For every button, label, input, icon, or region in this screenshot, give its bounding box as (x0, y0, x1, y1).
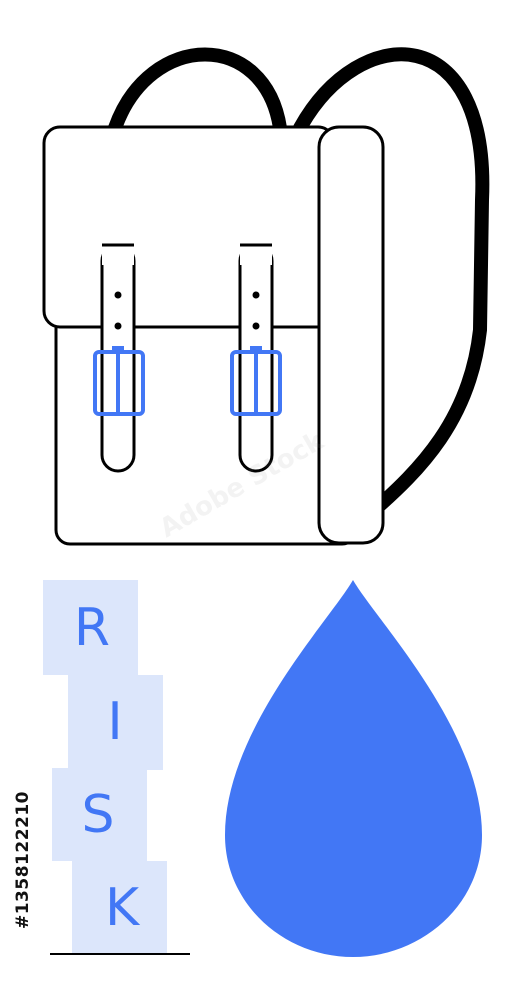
backpack-strap (108, 47, 490, 519)
backpack-buckle-left (93, 243, 145, 473)
backpack-flap (42, 125, 336, 329)
backpack-icon (42, 47, 490, 546)
risk-blocks: R I S K (43, 580, 190, 955)
backpack-side-pocket (317, 125, 385, 545)
risk-block-i: I (68, 675, 163, 770)
risk-block-r: R (43, 580, 138, 675)
water-drop-icon (225, 580, 482, 957)
backpack-buckle-right (230, 243, 282, 473)
risk-letter-i: I (107, 692, 122, 752)
stock-id-label: #1358122210 (8, 760, 38, 960)
stock-id-text: #1358122210 (13, 790, 33, 930)
risk-block-s: S (52, 768, 147, 861)
risk-block-k: K (72, 861, 167, 953)
risk-letter-r: R (74, 598, 110, 658)
risk-letter-k: K (105, 878, 141, 938)
risk-letter-s: S (81, 785, 114, 845)
